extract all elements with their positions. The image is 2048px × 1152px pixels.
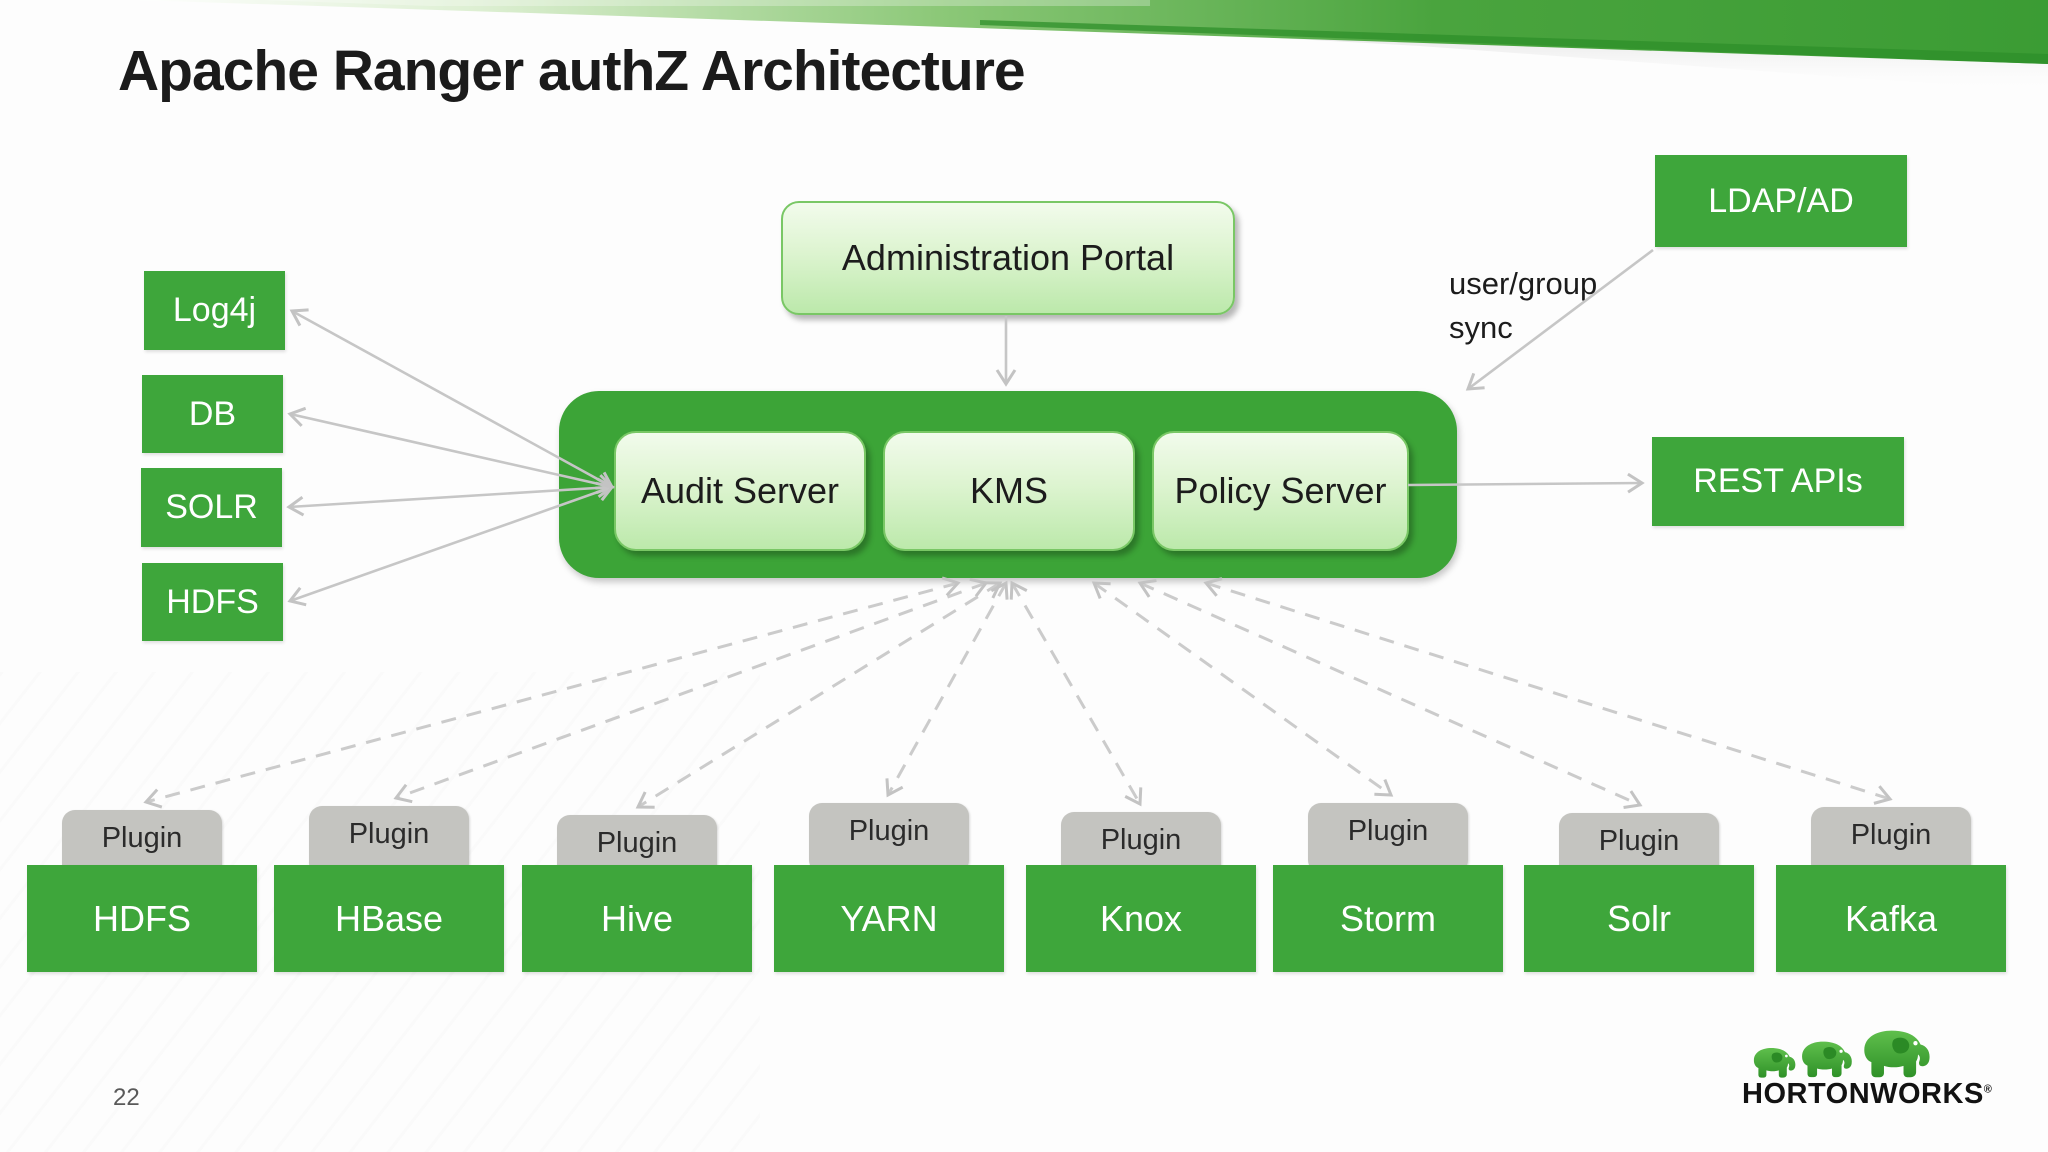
- solr-audit-label: SOLR: [165, 488, 258, 526]
- registered-mark: ®: [1983, 1083, 1993, 1096]
- plugin-tab-hbase: Plugin: [309, 806, 469, 876]
- service-box-hive: Hive: [522, 865, 752, 972]
- log4j-box: Log4j: [144, 271, 285, 350]
- hortonworks-wordmark: HORTONWORKS®: [1742, 1078, 1993, 1110]
- admin-portal-label: Administration Portal: [841, 237, 1175, 278]
- solr-audit-box: SOLR: [141, 468, 282, 547]
- plugin-arrows: [143, 576, 1893, 810]
- db-box: DB: [142, 375, 283, 453]
- admin-portal-box: Administration Portal: [781, 201, 1235, 315]
- hdfs-audit-label: HDFS: [166, 582, 259, 621]
- service-box-knox: Knox: [1026, 865, 1256, 972]
- audit-server-label: Audit Server: [640, 470, 840, 511]
- kms-label: KMS: [969, 470, 1048, 511]
- ldap-box: LDAP/AD: [1655, 155, 1907, 247]
- service-box-storm: Storm: [1273, 865, 1503, 972]
- policy-server-box: Policy Server: [1152, 431, 1409, 551]
- kms-box: KMS: [883, 431, 1135, 551]
- slide-title: Apache Ranger authZ Architecture: [118, 39, 1026, 103]
- service-box-kafka: Kafka: [1776, 865, 2006, 972]
- top-banner-decoration: [135, 0, 2048, 92]
- log4j-label: Log4j: [172, 291, 257, 329]
- rest-apis-box: REST APIs: [1652, 437, 1904, 526]
- hdfs-audit-box: HDFS: [142, 563, 283, 641]
- db-label: DB: [188, 394, 237, 433]
- ldap-label: LDAP/AD: [1708, 181, 1854, 220]
- service-box-hbase: HBase: [274, 865, 504, 972]
- page-number: 22: [113, 1084, 140, 1111]
- user-group-sync-note: user/group sync: [1449, 266, 1598, 346]
- service-box-hdfs: HDFS: [27, 865, 257, 972]
- service-box-solr: Solr: [1524, 865, 1754, 972]
- service-box-yarn: YARN: [774, 865, 1004, 972]
- rest-apis-label: REST APIs: [1693, 462, 1863, 500]
- policy-server-label: Policy Server: [1174, 470, 1387, 511]
- plugin-tab-yarn: Plugin: [809, 803, 969, 873]
- plugin-tab-storm: Plugin: [1308, 803, 1468, 873]
- audit-server-box: Audit Server: [614, 431, 866, 551]
